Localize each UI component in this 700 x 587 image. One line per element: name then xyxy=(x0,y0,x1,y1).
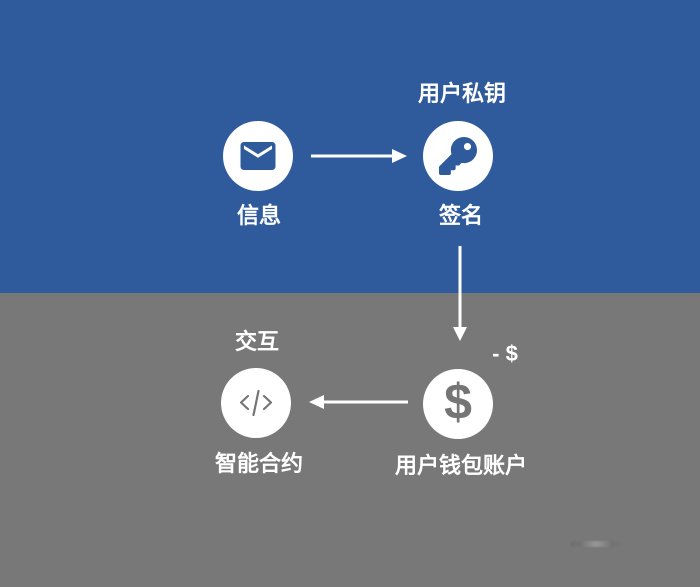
minus-dollar-annotation: - $ xyxy=(492,341,518,366)
signature-node-label: 签名 xyxy=(438,203,483,228)
arrow-signature-to-wallet xyxy=(452,245,468,347)
key-icon xyxy=(439,137,477,175)
message-node xyxy=(223,121,293,191)
arrow-wallet-to-contract xyxy=(308,394,409,415)
contract-node-label: 智能合约 xyxy=(214,451,303,476)
wallet-node-label: 用户钱包账户 xyxy=(394,453,527,478)
interact-title: 交互 xyxy=(234,329,279,354)
contract-node xyxy=(221,368,291,438)
top-section-background xyxy=(0,0,700,293)
bottom-section-background xyxy=(0,293,700,587)
envelope-icon xyxy=(237,135,279,177)
message-node-label: 信息 xyxy=(236,203,281,228)
arrow-message-to-signature xyxy=(310,148,408,169)
signature-node xyxy=(423,121,493,191)
dollar-icon: $ xyxy=(444,374,472,430)
private-key-title: 用户私钥 xyxy=(417,81,506,106)
code-icon xyxy=(237,388,275,418)
watermark-smudge xyxy=(570,541,626,547)
wallet-node: $ xyxy=(423,369,493,439)
